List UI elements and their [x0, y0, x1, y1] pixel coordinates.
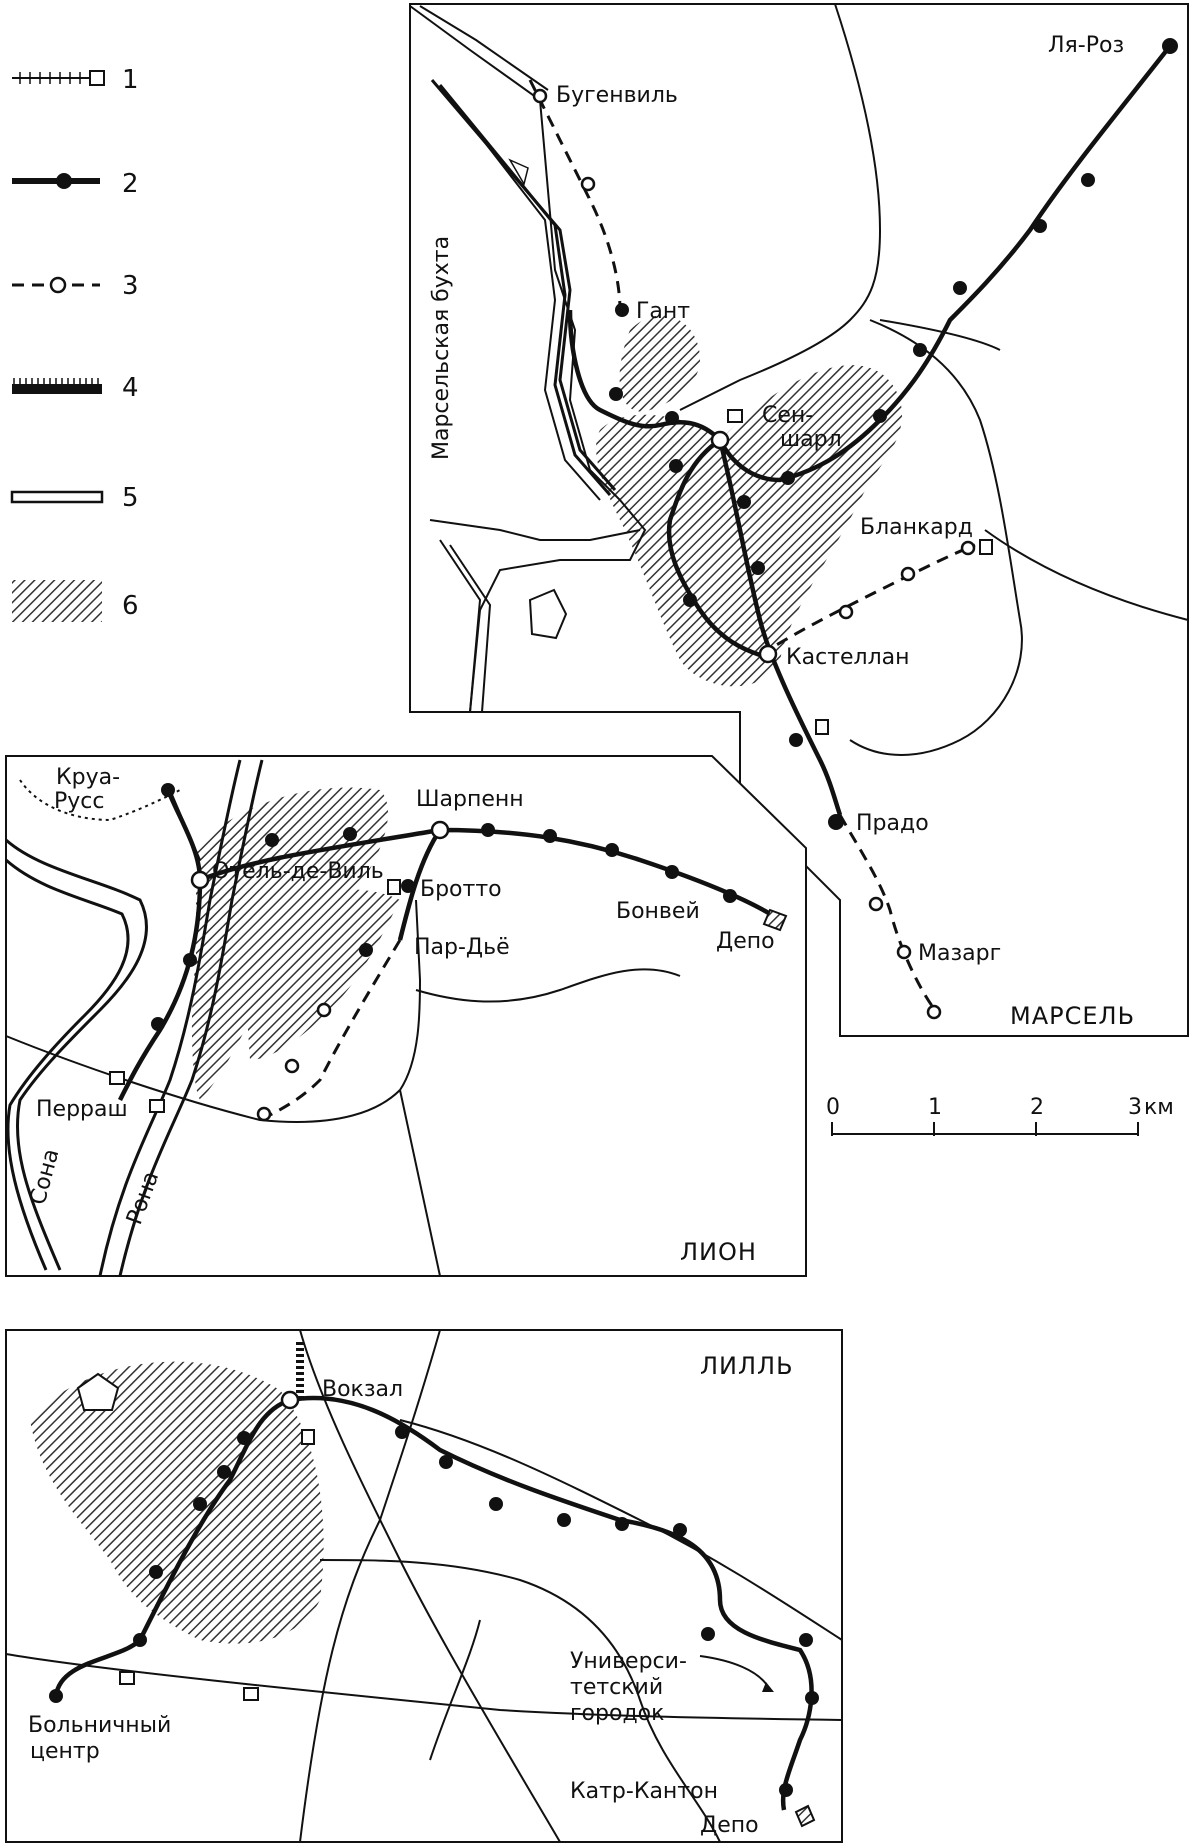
- marseille-line-1: [567, 44, 1172, 483]
- label-lille-depot: Депо: [700, 1813, 759, 1838]
- station-university: [701, 1627, 715, 1641]
- lille-stations: [49, 1390, 819, 1828]
- lille-railways: [5, 1329, 843, 1843]
- label-brotteaux: Бротто: [420, 877, 502, 902]
- marseille-stations: [532, 38, 1178, 1020]
- label-university-1: Универси-: [570, 1649, 687, 1674]
- legend-num-2: 2: [122, 169, 139, 199]
- station-brotteaux: [401, 879, 415, 893]
- title-lille: ЛИЛЛЬ: [700, 1352, 794, 1380]
- label-bonnevay: Бонвей: [616, 899, 700, 924]
- label-part-dieu: Пар-Дьё: [414, 935, 510, 960]
- label-blancarde: Бланкард: [860, 515, 973, 540]
- label-quatre-cantons: Катр-Кантон: [570, 1779, 718, 1804]
- station-bougainville: [532, 88, 548, 104]
- legend-num-3: 3: [122, 271, 139, 301]
- label-gare: Вокзал: [322, 1377, 403, 1402]
- map-marseille: Марсельская бухта: [409, 3, 1189, 1037]
- legend-item-coast: 4: [12, 373, 139, 403]
- station-blancarde: [960, 540, 976, 556]
- marseille-line-2b: [666, 438, 761, 658]
- marseille-railways: [679, 3, 1189, 756]
- label-saint-charles-2: шарл: [780, 427, 842, 452]
- legend-item-railway: 1: [12, 65, 139, 95]
- station-saint-charles: [710, 430, 730, 450]
- legend-num-4: 4: [122, 373, 139, 403]
- station-bonnevay: [665, 865, 679, 879]
- label-prado: Прадо: [856, 811, 929, 836]
- legend-item-canal: 5: [10, 483, 139, 513]
- station-castellan: [758, 644, 778, 664]
- legend-num-1: 1: [122, 65, 139, 95]
- station-part-dieu: [359, 943, 373, 957]
- station-la-rose: [1162, 38, 1178, 54]
- legend: 1 2 3 4 5 6: [10, 65, 139, 622]
- lille-depot-icon: [794, 1804, 816, 1828]
- label-charpennes: Шарпенн: [416, 787, 524, 812]
- station-mazargues: [896, 944, 912, 960]
- label-mazargues: Мазарг: [918, 941, 1001, 966]
- citadel-icon: [76, 1372, 120, 1411]
- title-lyon: ЛИОН: [680, 1238, 757, 1266]
- depot-icon: [762, 908, 788, 932]
- scale-tick-2: 2: [1030, 1095, 1044, 1120]
- map-lille: ЛИЛЛЬ Вокзал Больничный центр Универси- …: [5, 1329, 843, 1843]
- station-hotel-de-ville: [190, 870, 210, 890]
- lyon-line-b: [199, 827, 782, 922]
- label-university-2: тетский: [570, 1675, 663, 1700]
- lyon-line-a: [117, 789, 203, 1102]
- legend-num-5: 5: [122, 483, 139, 513]
- label-bougainville: Бугенвиль: [556, 83, 678, 108]
- title-marseille: МАРСЕЛЬ: [1010, 1002, 1135, 1030]
- label-croix-rousse-2: Русс: [54, 789, 104, 814]
- scale-tick-3: 3: [1128, 1095, 1142, 1120]
- legend-item-metro-existing: 2: [12, 169, 139, 199]
- fort-icon: [528, 588, 568, 640]
- scale-tick-1: 1: [928, 1095, 942, 1120]
- marseille-planned-blancarde: [759, 543, 976, 657]
- legend-num-6: 6: [122, 591, 139, 621]
- legend-item-metro-planned: 3: [12, 271, 139, 301]
- station-gare: [280, 1390, 300, 1410]
- label-hotel-de-ville: Отель-де-Виль: [212, 859, 384, 884]
- lille-center: [30, 1361, 324, 1644]
- station-croix-rousse: [161, 783, 175, 797]
- label-hospital-2: центр: [30, 1739, 100, 1764]
- station-gant: [615, 303, 629, 317]
- legend-item-city-center: 6: [12, 580, 139, 622]
- lyon-line-c: [397, 828, 442, 941]
- scale-unit: км: [1144, 1095, 1174, 1120]
- label-saint-charles-1: Сен-: [762, 403, 813, 428]
- label-gant: Гант: [636, 299, 690, 324]
- label-university-3: городок: [570, 1701, 664, 1726]
- label-croix-rousse-1: Круа-: [56, 765, 120, 790]
- marseille-center-south: [596, 365, 902, 687]
- scale-bar: 0 1 2 3 км: [826, 1095, 1174, 1136]
- station-prado: [828, 814, 844, 830]
- label-castellan: Кастеллан: [786, 645, 910, 670]
- lille-line-1: [53, 1395, 814, 1811]
- scale-tick-0: 0: [826, 1095, 840, 1120]
- lyon-planned: [259, 939, 402, 1122]
- marseille-planned-south: [838, 814, 937, 1011]
- marseille-coast: [409, 5, 647, 713]
- station-quatre-cantons: [779, 1783, 793, 1797]
- label-lyon-depot: Депо: [716, 929, 775, 954]
- marseille-center-north: [619, 315, 700, 412]
- label-hospital-1: Больничный: [28, 1713, 171, 1738]
- station-hospital: [49, 1689, 63, 1703]
- label-la-rose: Ля-Роз: [1048, 33, 1124, 58]
- map-lyon: Сона Рона: [5, 755, 807, 1277]
- station-charpennes: [430, 820, 450, 840]
- bay-label: Марсельская бухта: [429, 236, 454, 460]
- lyon-stations: [109, 783, 788, 1122]
- lyon-rivers: [5, 759, 264, 1277]
- label-perrache: Перраш: [36, 1097, 128, 1122]
